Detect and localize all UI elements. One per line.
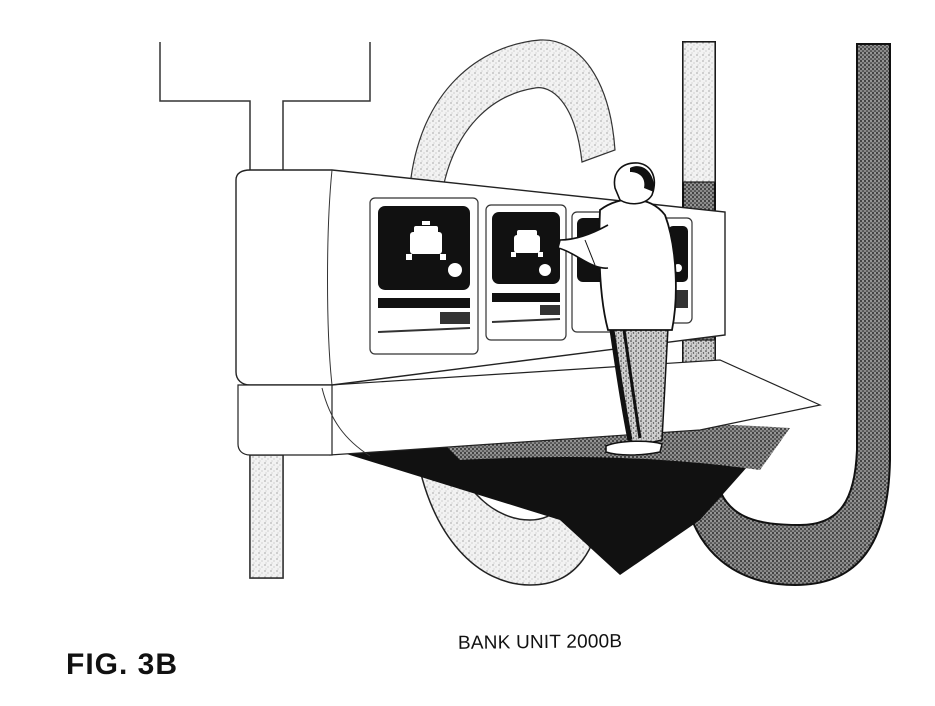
customer-figure — [557, 162, 677, 456]
circular-logo-icon — [539, 264, 551, 276]
police-car-icon — [406, 221, 446, 260]
figure-caption: BANK UNIT 2000B — [457, 631, 623, 654]
letter-t-shape — [159, 42, 371, 579]
atm-kiosk — [235, 169, 726, 457]
police-car-icon — [511, 230, 543, 257]
figure-label: FIG. 3B — [66, 648, 179, 681]
circular-logo-icon — [448, 263, 462, 277]
atm-screen-1[interactable] — [369, 197, 479, 355]
atm-screen-2[interactable] — [485, 204, 567, 341]
